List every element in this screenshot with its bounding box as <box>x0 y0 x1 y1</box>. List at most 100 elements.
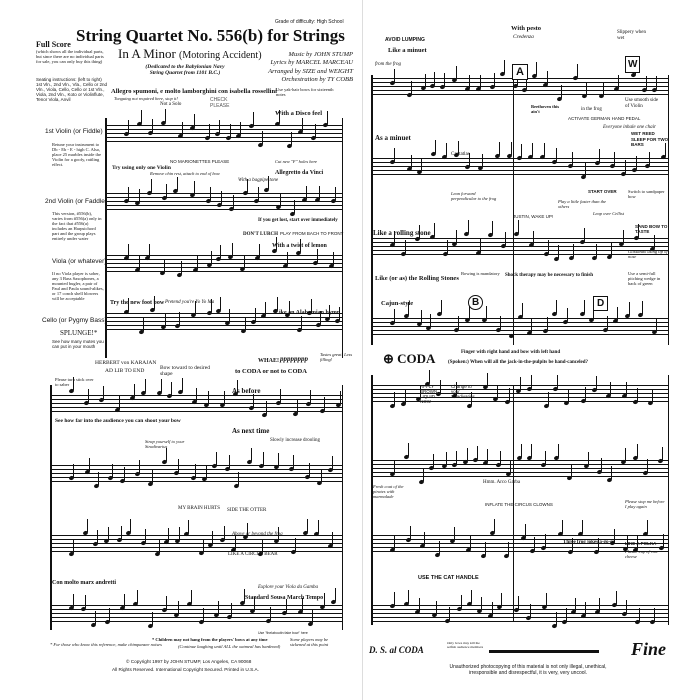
note-stem <box>613 529 615 543</box>
note-stem <box>517 596 519 610</box>
note-stem <box>177 601 179 615</box>
note-stem <box>652 388 654 402</box>
grade-label: Grade of difficulty: High School <box>275 19 344 25</box>
note-stem <box>209 124 211 138</box>
annotation: Credenza <box>513 34 534 40</box>
annotation: START OVER <box>588 189 617 194</box>
note-stem <box>270 606 272 620</box>
note-stem <box>561 84 563 98</box>
note-stem <box>435 601 437 615</box>
note-stem <box>561 519 563 533</box>
note-stem <box>141 110 143 123</box>
note-stem <box>469 306 471 320</box>
note-stem <box>520 443 522 457</box>
note-stem <box>294 199 296 213</box>
note-stem <box>340 391 342 405</box>
note-stem <box>497 384 499 398</box>
subtitle-paren: (Motoring Accident) <box>179 50 262 61</box>
note-stem <box>428 370 430 384</box>
note-stem <box>637 443 639 457</box>
note-stem <box>203 608 205 622</box>
note-stem <box>165 184 167 198</box>
note-stem <box>556 375 558 389</box>
note-stem <box>253 596 255 610</box>
note-stem <box>179 312 181 326</box>
note-stem <box>152 612 154 625</box>
note-stem <box>566 307 568 321</box>
annotation: As before <box>232 387 261 395</box>
note-stem <box>484 542 486 556</box>
instrument-1st-violin: 1st Violin (or Fiddle) <box>45 128 103 135</box>
note-stem <box>646 76 648 89</box>
note-stem <box>457 141 459 155</box>
note-stem <box>585 602 587 616</box>
note-stem <box>655 76 657 90</box>
note-stem <box>487 449 489 463</box>
note-stem <box>181 122 183 136</box>
note-stem <box>210 251 212 265</box>
annotation: Fresh coat of the pirates with marmalade <box>373 484 404 499</box>
note-stem <box>394 391 395 405</box>
note-stem <box>229 124 231 138</box>
note-stem <box>203 539 205 553</box>
tonguing-note: Tonguing not required here, stop it! <box>114 96 178 101</box>
note-stem <box>394 592 395 606</box>
note-stem <box>111 463 113 477</box>
staff-1st-violin <box>106 125 343 142</box>
annotation: DON'T LURCH <box>243 232 279 237</box>
note-stem <box>252 111 254 125</box>
note-stem <box>96 529 98 543</box>
note-stem <box>503 60 505 73</box>
note-stem <box>123 466 125 480</box>
note-stem <box>520 143 522 157</box>
note-stem <box>500 316 502 330</box>
note-stem <box>318 186 320 200</box>
annotation: HERBERT von KARAJAN <box>95 360 157 366</box>
note-stem <box>277 453 279 467</box>
note-stem <box>128 298 129 312</box>
annotation: NO MARIONETTES PLEASE <box>170 159 230 164</box>
note-stem <box>647 458 649 472</box>
annotation: SIDE THE OTTER <box>227 508 267 513</box>
note-stem <box>440 380 442 394</box>
annotation: As next time <box>232 427 270 435</box>
staff <box>372 318 669 335</box>
note-stem <box>309 389 311 403</box>
annotation: INFLATE THE CIRCUS CLOWNS <box>485 502 553 507</box>
note-stem <box>456 230 458 244</box>
coda-heading: ⊕ CODA <box>383 351 436 366</box>
note-stem <box>84 595 86 609</box>
note-stem <box>215 452 217 466</box>
note-stem <box>326 111 328 125</box>
fmp-note: Only bows may kill the selfish audience … <box>447 641 484 649</box>
footnote: * Children may not hang from the players… <box>152 637 268 642</box>
rehearsal-mark-d: D <box>593 296 609 311</box>
annotation: With pesto <box>511 25 542 32</box>
note-stem <box>151 469 153 483</box>
annotation: USE THE CAT HANDLE <box>418 575 479 581</box>
note-stem <box>470 590 472 604</box>
note-stem <box>158 540 160 554</box>
annotation: AVOID LUMPING <box>385 37 425 43</box>
note-stem <box>653 607 655 621</box>
note-stem <box>195 464 197 478</box>
note-stem <box>625 381 627 395</box>
annotation: pppppppp <box>280 355 308 363</box>
note-stem <box>525 76 527 90</box>
note-stem <box>168 527 170 541</box>
note-stem <box>615 591 617 605</box>
note-stem <box>280 192 282 206</box>
note-stem <box>599 149 601 163</box>
note-stem <box>491 220 493 234</box>
note-stem <box>220 297 222 311</box>
annotation: (Spoken:) When will all the jack-in-the-… <box>448 360 589 365</box>
annotation: Bowing is mandatory <box>461 271 500 276</box>
note-stem <box>481 597 482 611</box>
note-stem <box>482 153 484 167</box>
note-stem <box>133 383 135 397</box>
note-stem <box>548 239 550 253</box>
note-stem <box>646 520 648 534</box>
note-stem <box>531 319 533 333</box>
note-stem <box>255 307 257 321</box>
note-stem <box>128 243 129 257</box>
